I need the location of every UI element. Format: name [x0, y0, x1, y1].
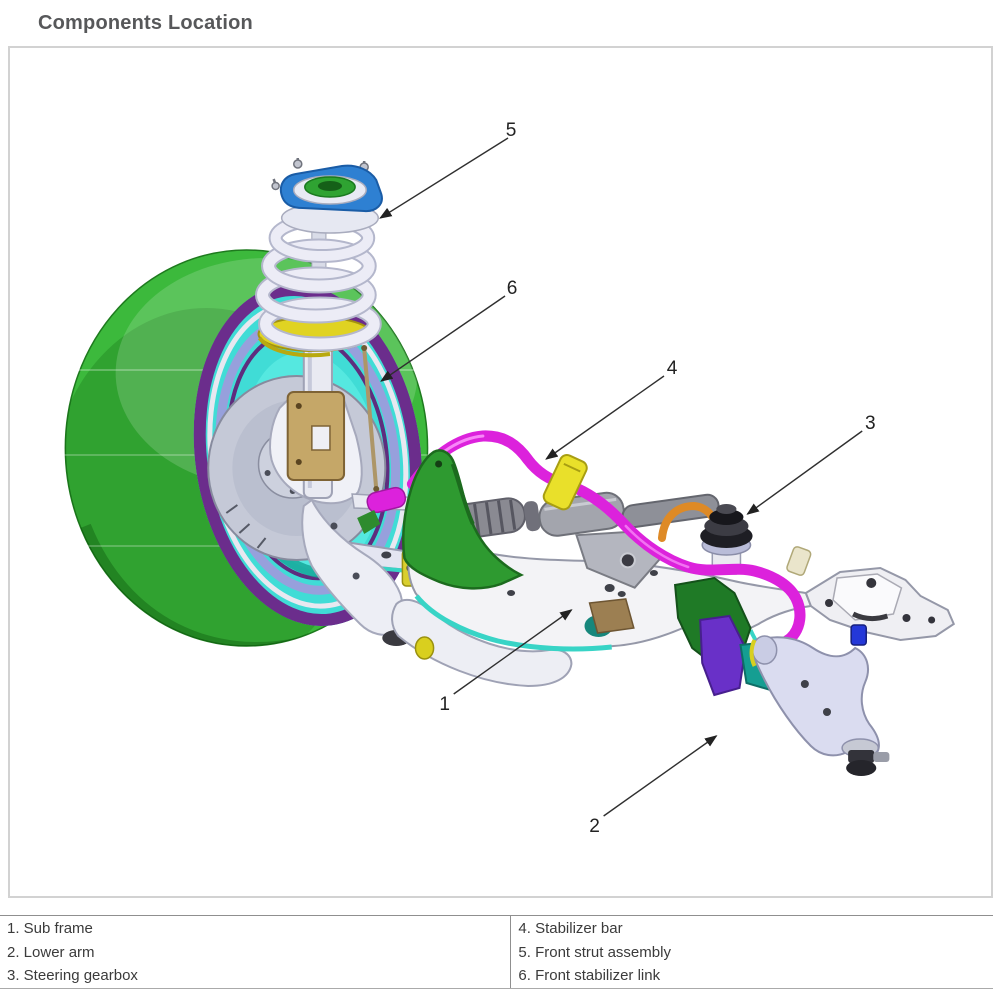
strut-bracket [286, 391, 346, 481]
callout-1: 1 [439, 609, 573, 715]
callout-4: 4 [545, 358, 678, 460]
legend-table: 1. Sub frame 2. Lower arm 3. Steering ge… [0, 915, 993, 989]
coil-spring [254, 213, 382, 352]
callout-label-6: 6 [507, 278, 518, 299]
front-stabilizer-link [361, 345, 380, 492]
callout-5: 5 [379, 120, 517, 219]
ivory-bracket [786, 546, 812, 576]
suspension-diagram: 5 6 4 3 1 2 [40, 120, 956, 837]
rear-bracket-plate [804, 566, 956, 646]
front-strut-assembly [254, 158, 383, 499]
callout-label-2: 2 [589, 816, 600, 837]
legend-column-right: 4. Stabilizer bar 5. Front strut assembl… [510, 916, 993, 988]
callout-3: 3 [746, 413, 876, 515]
callout-label-5: 5 [506, 120, 517, 141]
strut-mount [271, 158, 383, 213]
legend-item-lower-arm: 2. Lower arm [7, 943, 95, 961]
callout-label-1: 1 [439, 694, 450, 715]
callout-label-4: 4 [667, 358, 678, 379]
callout-2: 2 [589, 735, 718, 837]
lower-arm-right [749, 635, 890, 776]
legend-item-steering-gearbox: 3. Steering gearbox [7, 967, 138, 984]
mount-cluster-right [673, 576, 782, 697]
arm-bushing-yellow [749, 639, 757, 667]
diagram-frame: 5 6 4 3 1 2 [8, 46, 993, 898]
legend-item-subframe: 1. Sub frame [7, 920, 93, 937]
page-title: Components Location [38, 12, 253, 34]
arm-bracket-green [357, 449, 525, 590]
stabilizer-clamp [542, 454, 588, 511]
callout-label-3: 3 [865, 413, 876, 434]
legend-column-left: 1. Sub frame 2. Lower arm 3. Steering ge… [0, 916, 510, 988]
legend-item-front-strut-assembly: 5. Front strut assembly [518, 943, 671, 961]
callout-6: 6 [380, 278, 518, 382]
ball-joint [841, 738, 890, 776]
legend-item-stabilizer-bar: 4. Stabilizer bar [518, 920, 623, 937]
legend-item-front-stabilizer-link: 6. Front stabilizer link [518, 967, 661, 984]
stabilizer-bushing [366, 486, 407, 514]
subframe-tan-mount [588, 598, 635, 634]
blue-spacer [850, 624, 867, 646]
